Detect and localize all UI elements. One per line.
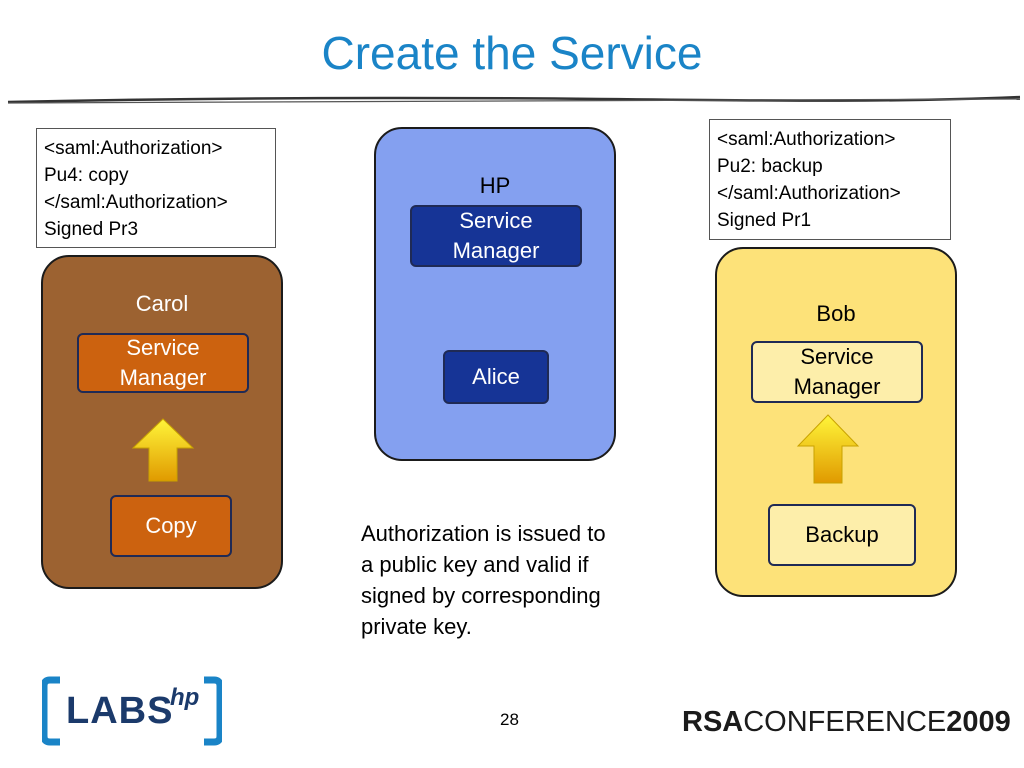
labs-hp-logo: LABS hp [42,676,222,746]
page-number: 28 [500,710,519,729]
service-manager-line: Manager [793,374,881,399]
party-bob: Bob Service Manager Backup [715,247,957,597]
carol-service-manager: Service Manager [77,333,249,393]
title-divider [7,95,1021,104]
logo-labs-text: LABS [66,690,174,732]
service-manager-line: Service [126,335,200,360]
logo-brackets [42,676,222,746]
note-line: Pu4: copy [44,165,129,186]
slide-title: Create the Service [321,27,703,79]
note-line: Pu2: backup [717,156,823,177]
rsa-conference-logo: RSACONFERENCE2009 [682,706,1011,739]
logo-rsa-text: RSA [682,706,744,738]
party-name-bob: Bob [816,301,856,326]
logo-year-text: 2009 [946,706,1011,738]
saml-note-bob: <saml:Authorization> Pu2: backup </saml:… [709,119,951,240]
explanation-line: a public key and valid if [361,552,589,577]
service-manager-line: Service [459,208,533,233]
party-name-hp: HP [479,173,511,198]
service-manager-line: Manager [119,365,207,390]
alice-label: Alice [472,364,520,389]
bob-backup-service: Backup [768,504,916,566]
note-line: Signed Pr1 [717,210,812,231]
up-arrow-icon [131,418,195,482]
authorization-explanation: Authorization is issued to a public key … [361,518,681,642]
note-line: Signed Pr3 [44,219,139,240]
logo-hp-superscript: hp [170,684,200,711]
explanation-line: Authorization is issued to [361,521,606,546]
note-line: </saml:Authorization> [44,192,228,213]
service-manager-line: Manager [452,238,540,263]
service-manager-line: Service [800,344,874,369]
note-line: </saml:Authorization> [717,183,901,204]
up-arrow-icon [796,414,860,484]
backup-label: Backup [805,522,879,547]
party-name-carol: Carol [135,291,189,316]
saml-note-carol: <saml:Authorization> Pu4: copy </saml:Au… [36,128,276,248]
note-line: <saml:Authorization> [717,129,896,150]
party-carol: Carol Service Manager Copy [41,255,283,589]
logo-conference-text: CONFERENCE [743,706,947,738]
explanation-line: private key. [361,614,472,639]
explanation-line: signed by corresponding [361,583,601,608]
carol-copy-service: Copy [110,495,232,557]
hp-alice: Alice [443,350,549,404]
copy-label: Copy [145,513,197,538]
hp-service-manager: Service Manager [410,205,582,267]
bob-service-manager: Service Manager [751,341,923,403]
note-line: <saml:Authorization> [44,138,223,159]
party-hp: HP Service Manager Alice [374,127,616,461]
